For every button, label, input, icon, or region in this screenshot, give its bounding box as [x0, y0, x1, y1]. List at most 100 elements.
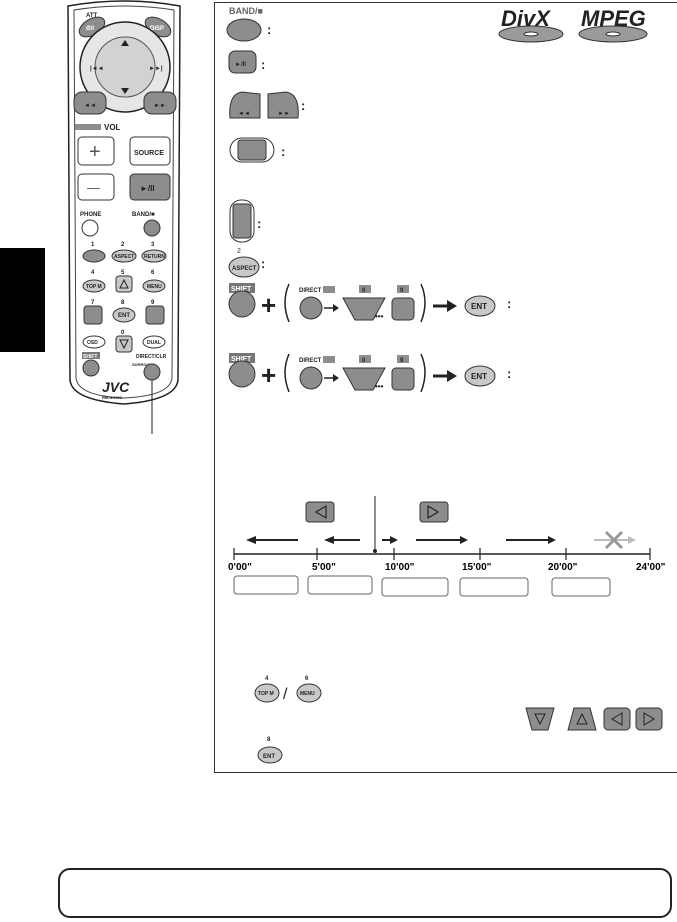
- play-pause-button[interactable]: [129, 173, 171, 201]
- shift-button-1[interactable]: [228, 290, 256, 318]
- menu-row-button[interactable]: [296, 683, 322, 703]
- left-skip-button[interactable]: [305, 501, 335, 523]
- tick-label-0: 0'00": [228, 562, 252, 573]
- ent-button-1[interactable]: [464, 295, 496, 317]
- up-key[interactable]: [115, 275, 133, 293]
- nine-key-1[interactable]: [391, 297, 415, 321]
- band-stop-button[interactable]: [226, 18, 262, 42]
- direct-colon-1: :: [507, 296, 512, 311]
- up-down-colon: :: [257, 216, 262, 231]
- svg-text:+: +: [261, 290, 276, 320]
- rew-ff-row: ◄◄ ►► :: [225, 88, 315, 124]
- ent-key[interactable]: [112, 307, 136, 323]
- return-key[interactable]: [141, 249, 167, 263]
- vol-up-button[interactable]: [77, 136, 115, 166]
- shift-button[interactable]: [82, 359, 100, 377]
- vol-down-button[interactable]: [77, 173, 115, 201]
- divx-disc-icon: DivX: [497, 6, 581, 44]
- up-arrow-icon[interactable]: [121, 40, 129, 46]
- direct-clr-label: DIRECT/CLR: [136, 354, 167, 360]
- zero-key-1[interactable]: [342, 297, 386, 321]
- forward-button[interactable]: [143, 91, 177, 115]
- direct-clr-button[interactable]: [143, 363, 161, 381]
- topm-key[interactable]: [82, 279, 106, 293]
- tick-label-2: 10'00": [385, 562, 415, 573]
- up-down-row-button[interactable]: [232, 203, 252, 239]
- svg-text:/: /: [283, 686, 288, 703]
- source-button[interactable]: [129, 136, 171, 166]
- down-arrow-icon[interactable]: [121, 88, 129, 94]
- rew-row-button[interactable]: [229, 91, 261, 119]
- zero-key-2[interactable]: [342, 367, 386, 391]
- svg-text:3: 3: [151, 242, 155, 248]
- mpeg-disc-icon: MPEG: [575, 6, 671, 44]
- svg-text:MPEG: MPEG: [581, 6, 646, 31]
- topm-row-button[interactable]: [254, 683, 280, 703]
- topm-menu-row: 4 TOP M / 6 MENU: [253, 673, 333, 709]
- dual-key[interactable]: [142, 335, 166, 349]
- shift-tag: [82, 352, 100, 359]
- svg-text:2: 2: [121, 242, 125, 248]
- svg-text:4: 4: [91, 270, 95, 276]
- down-cursor-key[interactable]: [525, 707, 555, 731]
- play-pause-row-button[interactable]: [228, 50, 257, 74]
- svg-text:8: 8: [267, 737, 271, 743]
- phone-button[interactable]: [81, 219, 99, 237]
- direct-button-2[interactable]: [299, 366, 323, 390]
- svg-text:1: 1: [91, 242, 95, 248]
- svg-text:SHIFT: SHIFT: [231, 356, 252, 363]
- ff-row-button[interactable]: [267, 91, 299, 119]
- minus-label: —: [87, 180, 100, 195]
- shift-button-2[interactable]: [228, 360, 256, 388]
- aspect-key[interactable]: [111, 249, 137, 263]
- svg-text:DUAL: DUAL: [147, 340, 161, 346]
- ent-row: 8 ENT: [256, 734, 296, 766]
- band-button[interactable]: [143, 219, 161, 237]
- direct-button-1[interactable]: [299, 296, 323, 320]
- ent-row-button[interactable]: [257, 746, 283, 764]
- direct-colon-2: :: [507, 366, 512, 381]
- svg-text:MENU: MENU: [147, 284, 162, 290]
- band-colon: :: [267, 22, 272, 37]
- rewind-icon: ◄◄: [84, 103, 96, 109]
- up-down-row: :: [225, 198, 305, 246]
- svg-text:►/II: ►/II: [235, 62, 246, 68]
- prev-next-row: :: [225, 134, 305, 168]
- ent-button-2[interactable]: [464, 365, 496, 387]
- svg-text:4: 4: [265, 676, 269, 682]
- svg-text:•••: •••: [375, 382, 384, 391]
- right-cursor-key[interactable]: [635, 707, 663, 731]
- svg-text:SHIFT: SHIFT: [231, 286, 252, 293]
- up-cursor-key[interactable]: [567, 707, 597, 731]
- down-key[interactable]: [115, 335, 133, 353]
- left-key[interactable]: [83, 305, 103, 325]
- shift-tag-2: [229, 353, 255, 363]
- number-row-3: 7 8 9 ENT: [83, 300, 165, 325]
- svg-text:RETURN: RETURN: [144, 254, 165, 260]
- osd-key[interactable]: [82, 335, 106, 349]
- note-box: [58, 868, 672, 918]
- svg-text:ASPECT: ASPECT: [232, 266, 257, 272]
- menu-key[interactable]: [142, 279, 166, 293]
- prev-icon[interactable]: |◄◄: [90, 66, 104, 72]
- jvc-logo: JVC: [102, 379, 130, 395]
- right-skip-button[interactable]: [419, 501, 449, 523]
- svg-text:9: 9: [400, 288, 404, 294]
- number-row-4: 0 OSD DUAL: [82, 330, 166, 353]
- right-key[interactable]: [145, 305, 165, 325]
- next-icon[interactable]: ►►|: [149, 66, 163, 72]
- aspect-row-button[interactable]: [228, 256, 260, 278]
- prev-next-row-button[interactable]: [237, 139, 267, 161]
- cursor-keys-row: [524, 704, 664, 734]
- nine-key-2[interactable]: [391, 367, 415, 391]
- svg-text:DivX: DivX: [501, 6, 551, 31]
- svg-text:SHIFT: SHIFT: [83, 354, 97, 360]
- phone-label: PHONE: [80, 212, 101, 218]
- left-cursor-key[interactable]: [603, 707, 631, 731]
- rewind-button[interactable]: [73, 91, 107, 115]
- number-row-2: 4 5 6 TOP M MENU: [82, 270, 166, 293]
- vol-label: VOL: [104, 123, 121, 132]
- key-1[interactable]: [82, 249, 106, 263]
- svg-text:+: +: [261, 360, 276, 390]
- disp-label: DISP: [150, 26, 164, 32]
